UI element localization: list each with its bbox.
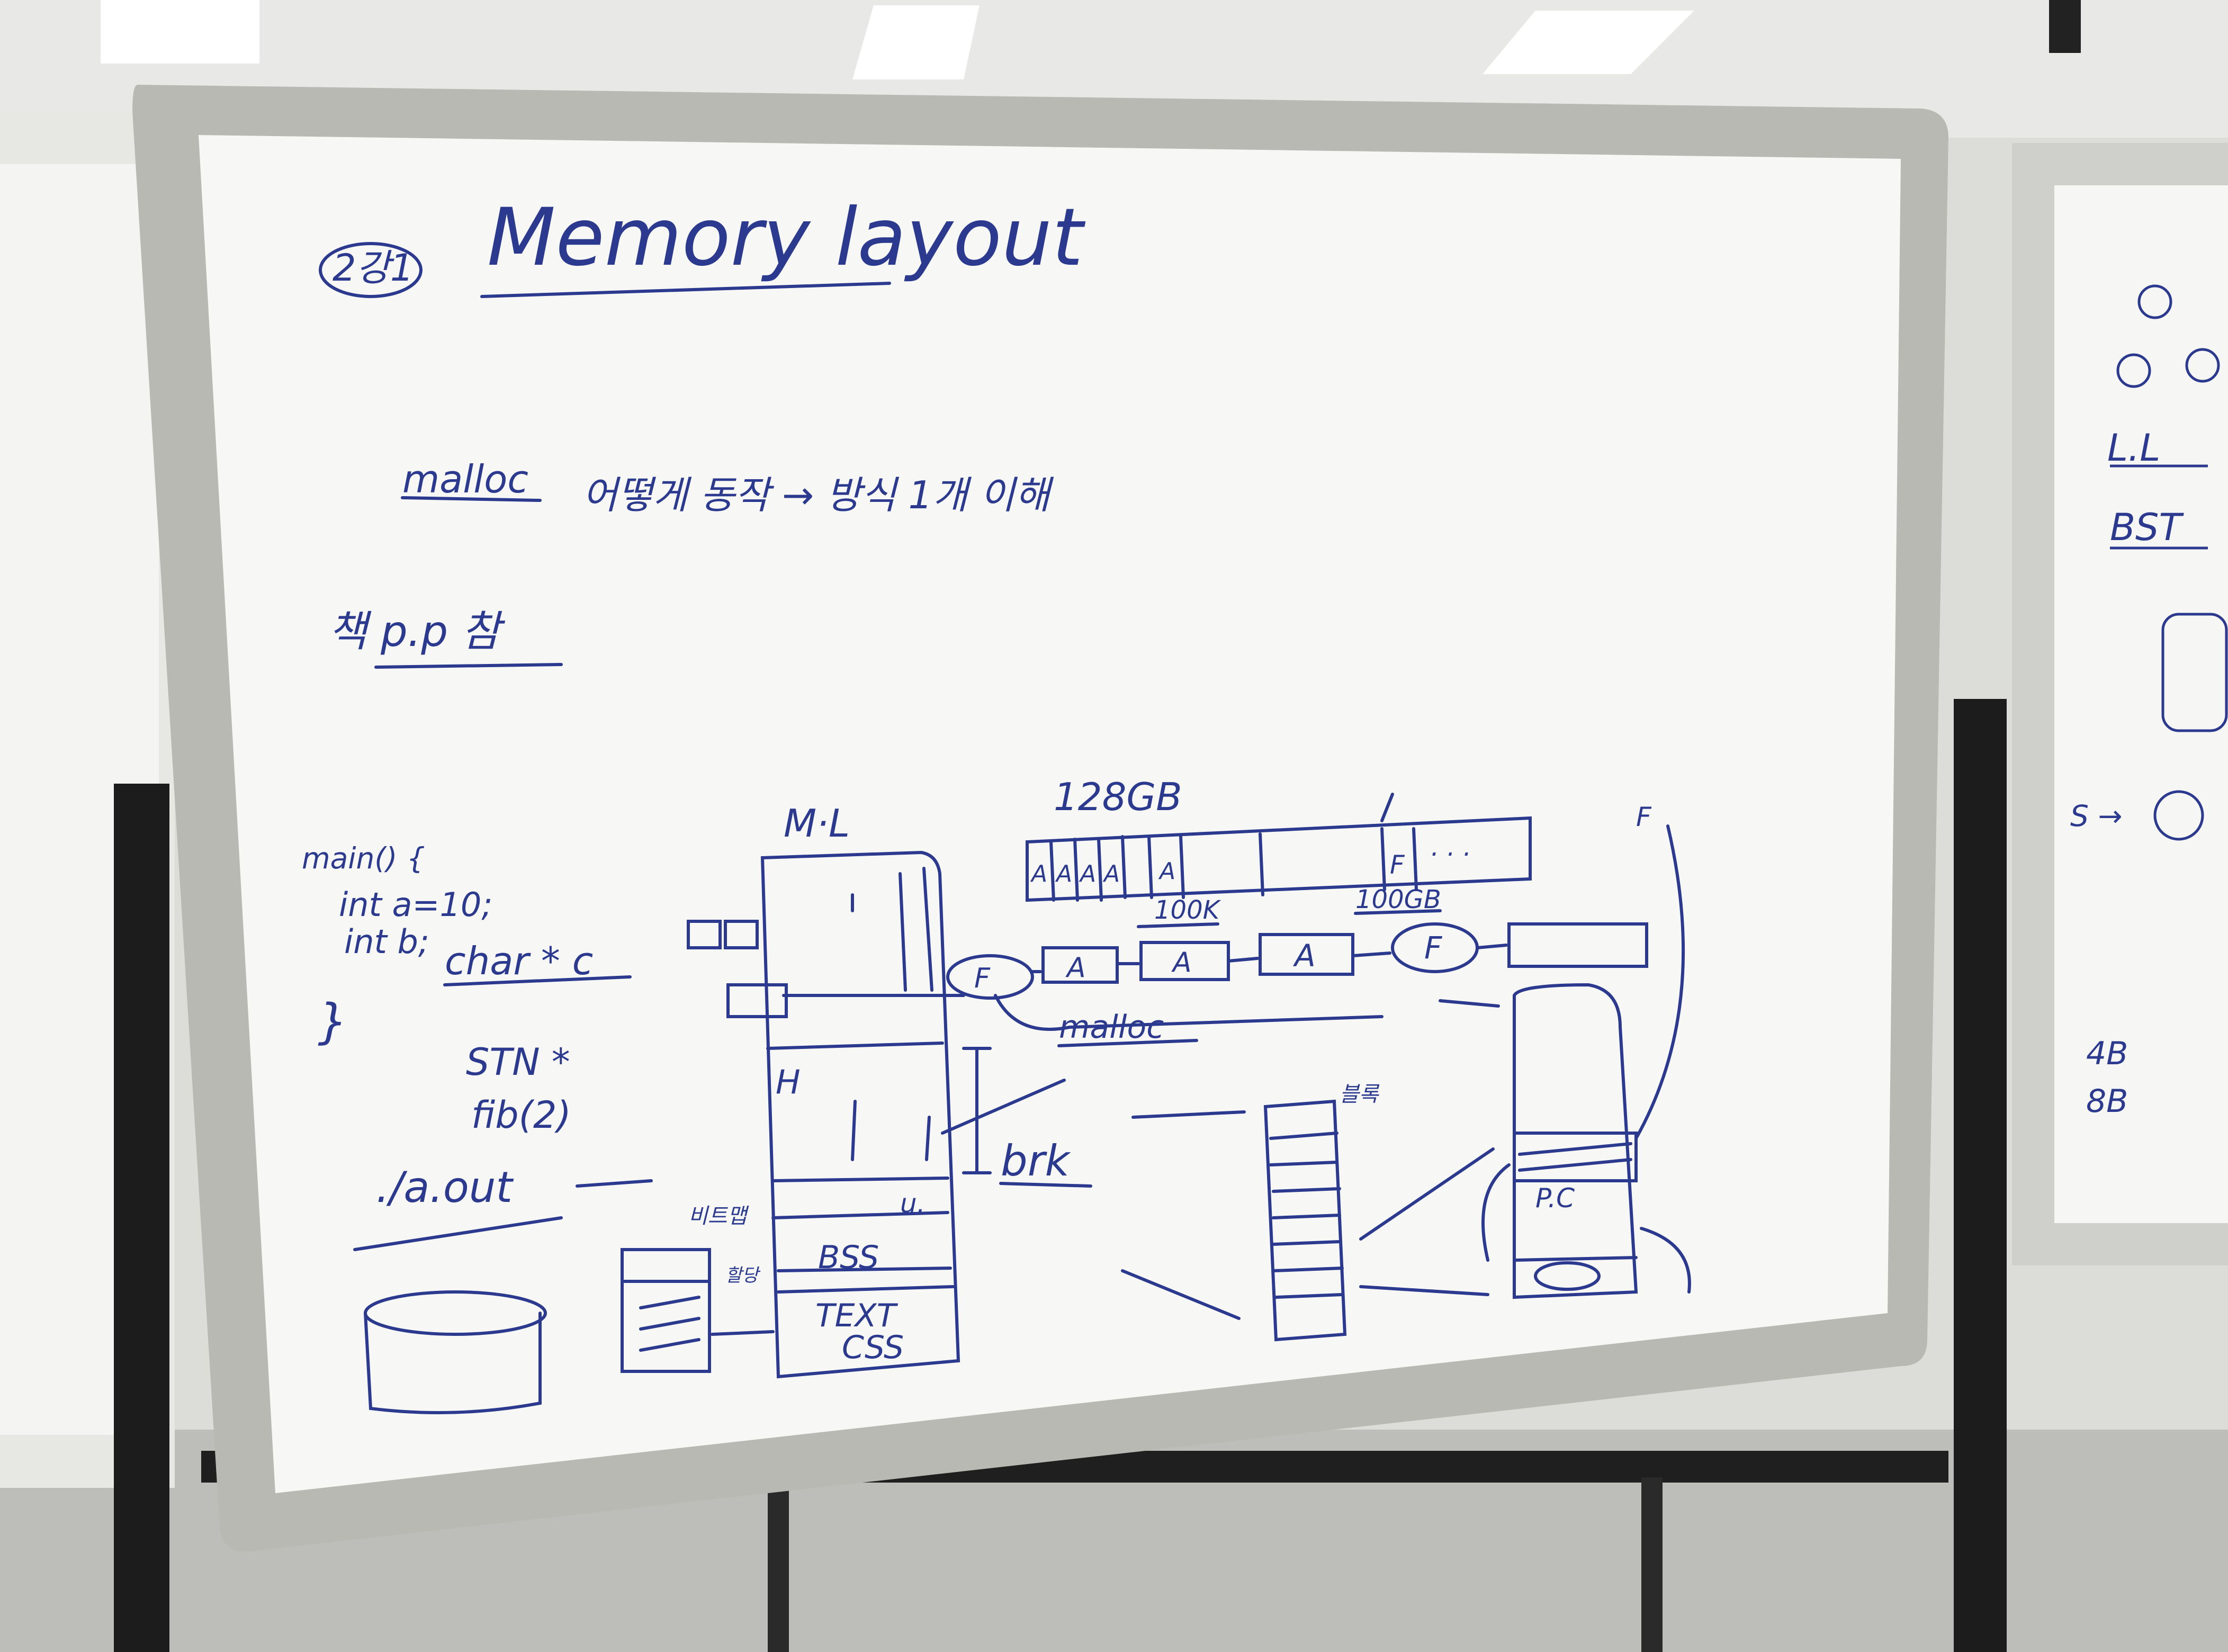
block-a-4: A: [1102, 860, 1120, 887]
ink-drawings: [319, 242, 1691, 1414]
right-ll: L.L: [2107, 426, 2160, 470]
block-dots: · · ·: [1430, 840, 1470, 869]
code-line-5: STN *: [466, 1040, 570, 1084]
right-8b: 8B: [2086, 1083, 2128, 1120]
chain-f-start: F: [974, 963, 991, 994]
css-label: CSS: [842, 1329, 904, 1366]
malloc-desc: 어떻게 동작 → 방식 1개 이해: [582, 473, 1054, 517]
disk-label-2: 할당: [725, 1265, 761, 1286]
heap-label: H: [776, 1063, 801, 1101]
text-label: TEXT: [815, 1297, 899, 1334]
pc-label: P.C: [1535, 1183, 1575, 1214]
block-a-5: A: [1158, 858, 1175, 885]
board-title: Memory layout: [487, 192, 1086, 284]
ceiling-light: [1483, 11, 1694, 74]
right-s: S →: [2070, 799, 2122, 833]
block-a-2: A: [1055, 860, 1072, 887]
right-board-drawings: [2110, 284, 2228, 841]
u-label: u.: [900, 1188, 926, 1219]
command-text: ./a.out: [376, 1163, 514, 1212]
stand-post-right: [1954, 699, 2007, 1652]
chain-block-4: F: [1424, 930, 1443, 966]
bss-label: BSS: [818, 1239, 879, 1276]
ceiling-light: [852, 5, 980, 79]
chain-block-3: A: [1292, 938, 1316, 974]
ceiling-light: [101, 0, 259, 64]
book-ref: 책 p.p 참: [328, 607, 505, 656]
stack-label: 블록: [1340, 1082, 1380, 1107]
right-board-text: L.L BST S → 4B 8B: [2070, 426, 2184, 1120]
size-100k: 100K: [1154, 895, 1221, 925]
code-line-3: int b;: [344, 922, 429, 961]
brk-label: brk: [1001, 1136, 1071, 1186]
board-surface: [199, 135, 1901, 1493]
size-100gb: 100GB: [1355, 885, 1441, 914]
chain-block-2: A: [1171, 947, 1192, 978]
right-4b: 4B: [2086, 1035, 2128, 1072]
block-f-top: F: [1390, 850, 1405, 880]
free-label: F: [1636, 802, 1652, 832]
block-a-1: A: [1030, 860, 1047, 887]
code-close: }: [318, 994, 348, 1049]
code-line-1: main() {: [302, 841, 425, 875]
block-a-3: A: [1079, 860, 1096, 887]
chain-block-1: A: [1065, 952, 1086, 984]
code-line-6: fib(2): [471, 1093, 571, 1137]
circled-label: 2강1: [333, 246, 414, 290]
right-bst: BST: [2110, 506, 2184, 549]
disk-label-1: 비트맵: [688, 1204, 749, 1228]
size-128gb: 128GB: [1054, 775, 1182, 819]
code-line-4: char * c: [445, 939, 593, 983]
board-text: 2강1 Memory layout malloc 어떻게 동작 → 방식 1개 …: [302, 192, 1652, 1366]
code-line-2: int a=10;: [339, 885, 492, 924]
stand-post-left: [114, 784, 169, 1652]
malloc-label: malloc: [1059, 1009, 1164, 1046]
ml-label: M·L: [784, 801, 850, 846]
malloc-word: malloc: [402, 457, 528, 501]
